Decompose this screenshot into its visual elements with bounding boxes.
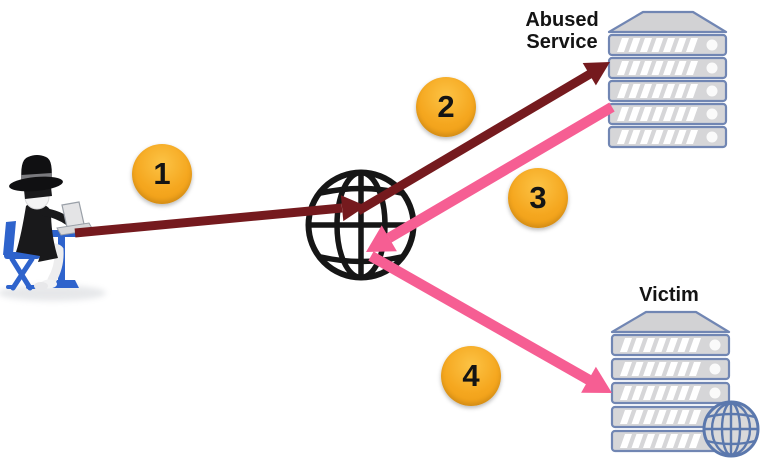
arrow-2-internet-to-abused-service bbox=[355, 70, 593, 215]
attacker-hat-icon bbox=[9, 155, 63, 192]
attack-arrows bbox=[74, 62, 615, 393]
arrowhead-4 bbox=[581, 366, 612, 393]
arrowhead-1 bbox=[340, 195, 366, 222]
arrow-1-attacker-to-internet bbox=[74, 203, 343, 238]
abused-service-label-line1: Abused bbox=[525, 9, 599, 31]
step-badge-4: 4 bbox=[441, 346, 501, 406]
step-badge-3: 3 bbox=[508, 168, 568, 228]
arrowhead-2 bbox=[582, 62, 610, 86]
attacker-coat bbox=[16, 203, 58, 262]
abused-service-label-line2: Service bbox=[526, 30, 598, 53]
attacker-shoe-back bbox=[34, 282, 48, 290]
arrow-4-internet-to-victim bbox=[368, 251, 592, 385]
attacker-figure bbox=[0, 155, 106, 301]
victim-label: Victim bbox=[639, 284, 699, 306]
attacker-shadow bbox=[0, 285, 106, 301]
abused-service-label: Abused Service bbox=[512, 9, 612, 53]
arrowhead-3 bbox=[366, 225, 397, 252]
abused-service-servers bbox=[607, 10, 728, 149]
attacker-chair bbox=[3, 221, 40, 291]
victim-globe-icon bbox=[702, 400, 760, 458]
step-badge-2: 2 bbox=[416, 77, 476, 137]
arrow-3-abused-service-to-internet bbox=[386, 102, 615, 243]
step-badge-1: 1 bbox=[132, 144, 192, 204]
